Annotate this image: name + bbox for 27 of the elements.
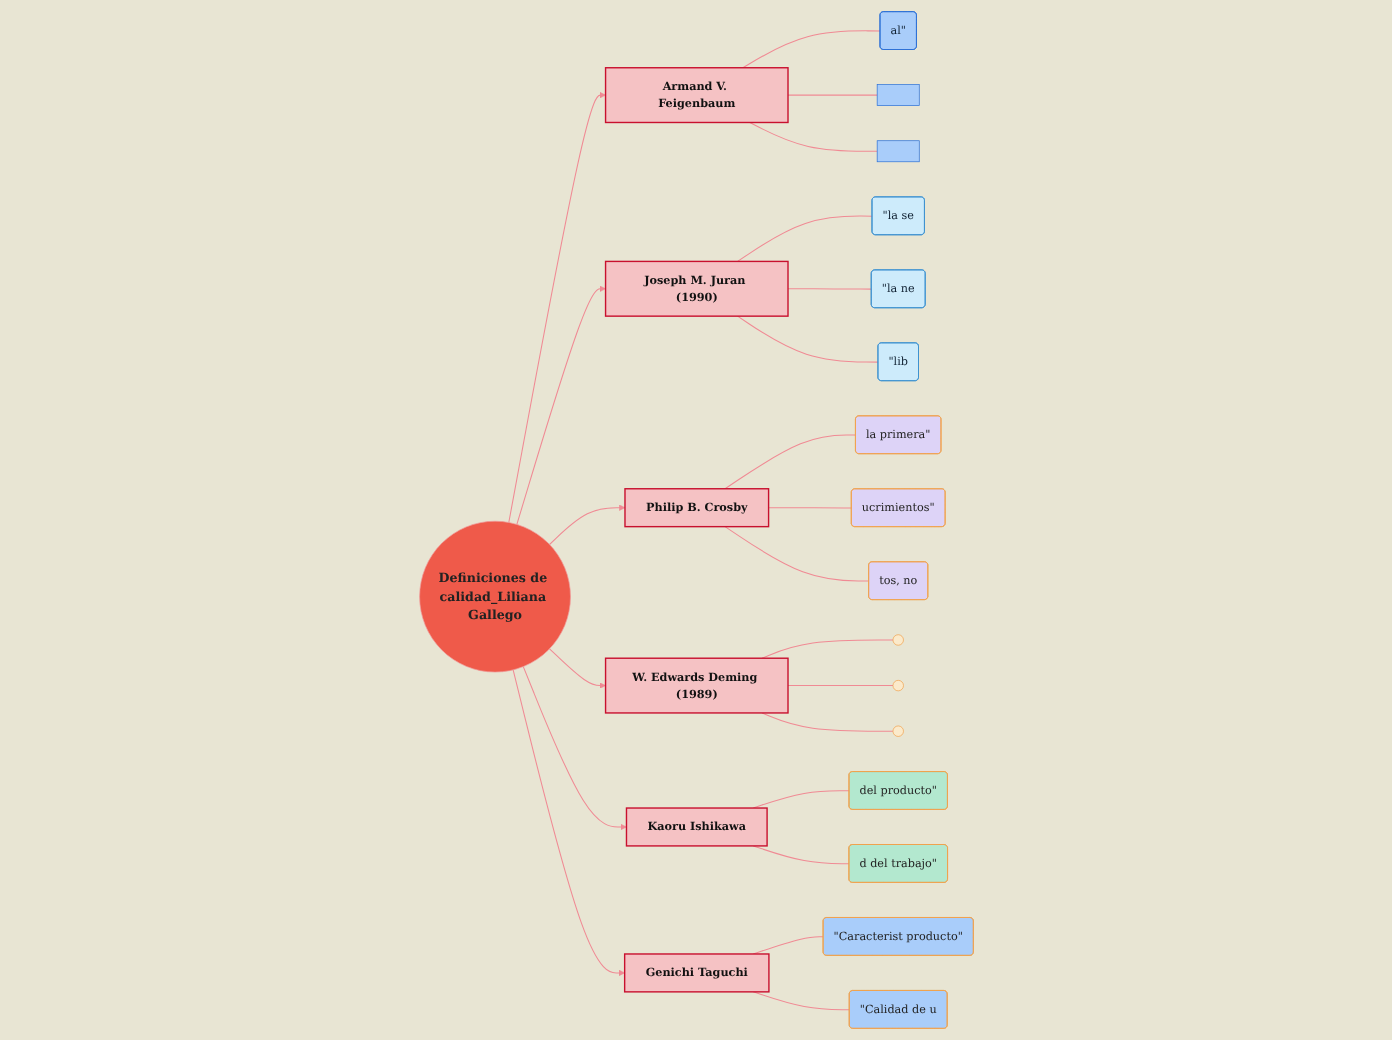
node-circle (892, 725, 904, 737)
connector (752, 790, 850, 809)
node-box (876, 84, 920, 106)
connector (736, 315, 879, 363)
arrow (548, 504, 625, 546)
connector (767, 507, 852, 509)
connector (786, 288, 872, 290)
node-box (876, 140, 920, 163)
connector (786, 685, 893, 687)
connector (736, 215, 873, 262)
connector (761, 639, 893, 659)
arrow (515, 285, 606, 525)
connector (724, 434, 856, 490)
connector (752, 936, 824, 955)
connector (761, 712, 893, 732)
arrow (548, 648, 606, 689)
arrow (522, 666, 627, 831)
arrow (507, 92, 606, 523)
node-circle (892, 679, 904, 692)
connector (741, 30, 881, 69)
connector (748, 121, 878, 152)
node-circle (892, 634, 904, 646)
connector (786, 94, 878, 96)
arrow (512, 669, 625, 976)
connector (752, 991, 850, 1011)
connector (752, 845, 850, 865)
connector (724, 526, 869, 582)
